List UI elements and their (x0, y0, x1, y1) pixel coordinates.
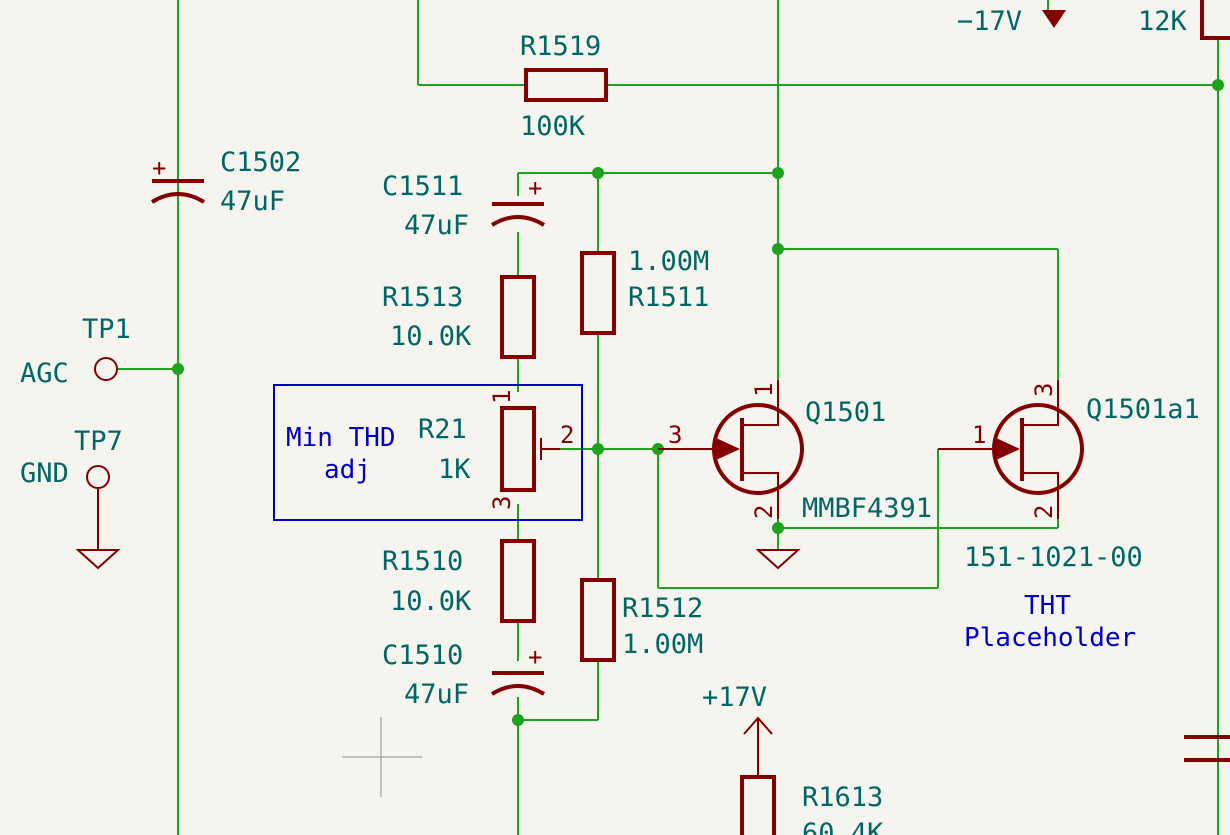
wires (118, 0, 1219, 835)
r1510-ref: R1510 (382, 546, 463, 577)
r21-pin2: 2 (560, 421, 574, 449)
q1501-pin2: 2 (750, 505, 778, 519)
note-min-thd-line1: Min THD (286, 423, 396, 453)
resistor-r1510[interactable]: R1510 10.0K (382, 539, 536, 623)
note-tht-placeholder: THT Placeholder (964, 591, 1136, 653)
tp7-ref: TP7 (74, 426, 123, 457)
r1511-value: 1.00M (628, 246, 709, 277)
note-min-thd: Min THD adj (273, 384, 583, 521)
transistor-q1501[interactable]: 3 1 2 Q1501 MMBF4391 (658, 380, 932, 524)
r21-pin3: 3 (488, 496, 516, 510)
junctions (172, 79, 1224, 726)
c1510-value: 47uF (404, 679, 469, 710)
capacitor-c1511[interactable]: + C1511 47uF (382, 171, 546, 241)
capacitor-c1502[interactable]: + C1502 47uF (150, 147, 301, 217)
power-neg17v-label: −17V (957, 6, 1022, 37)
r21-pin1: 1 (488, 390, 516, 404)
q1501a1-pin1: 1 (972, 421, 986, 449)
q1501a1-ref: Q1501a1 (1086, 394, 1200, 425)
resistor-top-right-value: 12K (1138, 6, 1188, 37)
power-symbol-pos17v[interactable]: +17V (702, 682, 773, 776)
r1613-value: 60.4K (802, 818, 884, 835)
power-symbol-neg17v[interactable]: −17V (957, 6, 1066, 37)
testpoint-tp1[interactable]: TP1 AGC (20, 314, 131, 389)
note-tht-line1: THT (1024, 591, 1071, 621)
c1511-value: 47uF (404, 210, 469, 241)
capacitor-right-edge[interactable] (1184, 735, 1230, 762)
r1510-value: 10.0K (390, 586, 472, 617)
r1613-ref: R1613 (802, 782, 883, 813)
q1501a1-value: 151-1021-00 (964, 542, 1143, 573)
potentiometer-r21[interactable]: R21 1K 2 1 3 (418, 390, 574, 510)
c1511-plus-sign: + (528, 174, 542, 202)
resistor-top-right[interactable]: 12K (1138, 0, 1230, 40)
c1502-plus-sign: + (152, 154, 166, 182)
tp7-net: GND (20, 458, 69, 489)
note-tht-line2: Placeholder (964, 623, 1136, 653)
q1501-ref: Q1501 (805, 397, 886, 428)
c1511-ref: C1511 (382, 171, 463, 202)
resistor-r1613[interactable]: R1613 60.4K (740, 775, 884, 835)
resistor-r1512[interactable]: R1512 1.00M (580, 578, 703, 662)
q1501a1-pin2: 2 (1030, 505, 1058, 519)
r1513-ref: R1513 (382, 282, 463, 313)
r1512-ref: R1512 (622, 593, 703, 624)
resistor-r1513[interactable]: R1513 10.0K (382, 275, 536, 359)
r1511-ref: R1511 (628, 282, 709, 313)
resistor-r1519[interactable]: R1519 100K (520, 31, 608, 142)
c1510-ref: C1510 (382, 640, 463, 671)
crosshair-cursor-icon (342, 717, 422, 797)
c1502-ref: C1502 (220, 147, 301, 178)
c1510-plus-sign: + (528, 643, 542, 671)
tp1-ref: TP1 (82, 314, 131, 345)
q1501-pin3: 3 (668, 421, 682, 449)
q1501-value: MMBF4391 (802, 493, 932, 524)
ground-symbol-q1501[interactable] (755, 549, 801, 570)
r1519-ref: R1519 (520, 31, 601, 62)
r1512-value: 1.00M (622, 629, 703, 660)
testpoint-tp7[interactable]: TP7 GND (20, 426, 123, 570)
r21-ref: R21 (418, 414, 467, 445)
power-pos17v-label: +17V (702, 682, 767, 713)
r1519-value: 100K (520, 111, 586, 142)
q1501a1-pin3: 3 (1030, 383, 1058, 397)
transistor-q1501a1[interactable]: 1 3 2 Q1501a1 151-1021-00 (938, 380, 1200, 573)
tp1-net: AGC (20, 358, 69, 389)
r21-value: 1K (438, 454, 471, 485)
q1501-pin1: 1 (750, 383, 778, 397)
c1502-value: 47uF (220, 186, 285, 217)
capacitor-c1510[interactable]: + C1510 47uF (382, 640, 546, 710)
resistor-r1511[interactable]: 1.00M R1511 (580, 246, 709, 335)
r1513-value: 10.0K (390, 321, 472, 352)
note-min-thd-line2: adj (324, 455, 371, 485)
